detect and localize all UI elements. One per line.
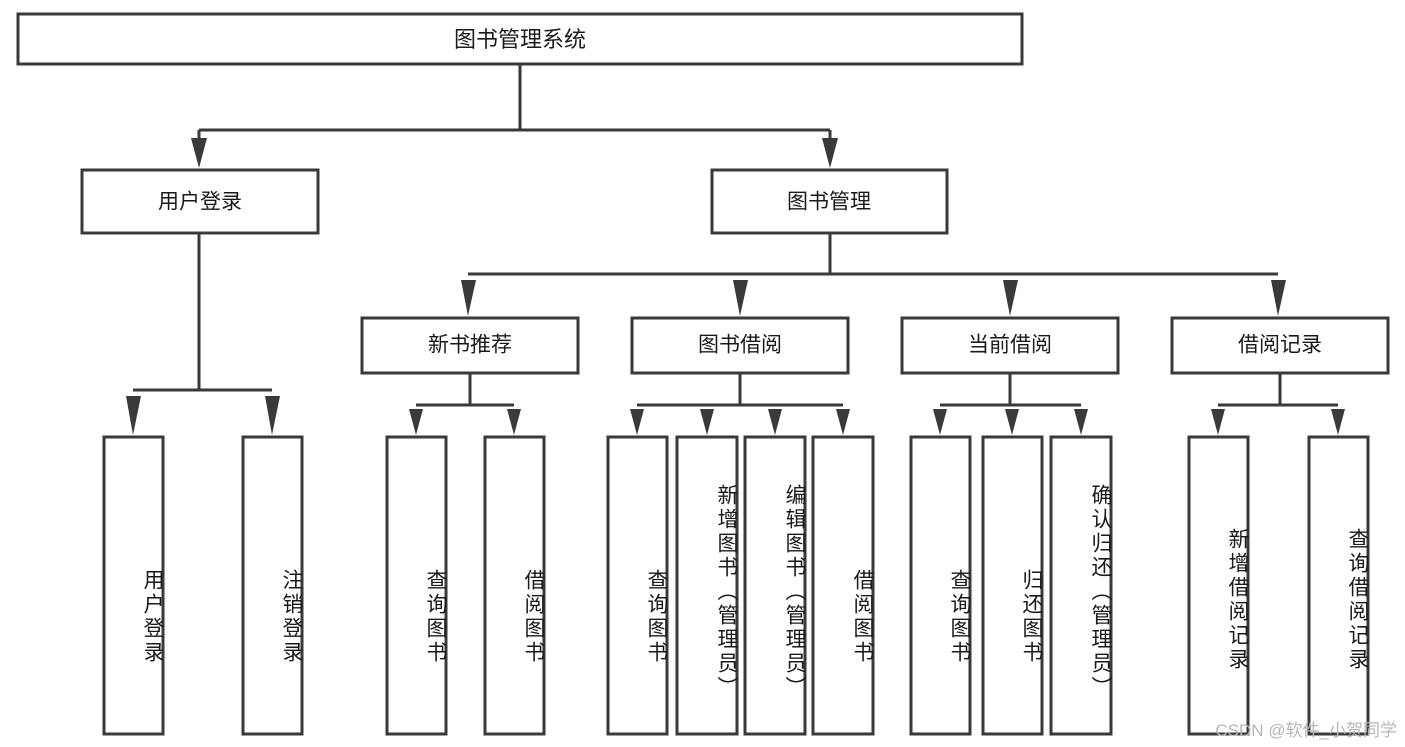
node-book-management[interactable]: 图书管理 — [710, 168, 949, 235]
leaf-box-add-record[interactable] — [1187, 435, 1250, 736]
connector-group-book-mgmt-to-level3 — [461, 233, 1286, 316]
arrow-head-leaf-query-record — [1331, 409, 1345, 435]
connector-group-new-book-rec-to-leaves — [409, 373, 521, 435]
node-new-book-recommend-label: 新书推荐 — [428, 334, 512, 357]
node-book-borrow-box[interactable] — [630, 316, 850, 375]
leaf-box-return-book[interactable] — [981, 435, 1044, 736]
node-user-login[interactable]: 用户登录 — [80, 168, 320, 235]
arrow-head-leaf-return-book — [1005, 409, 1019, 435]
arrow-head-leaf-logout — [265, 396, 280, 435]
node-new-book-recommend-box[interactable] — [360, 316, 580, 375]
leaf-box-add-book[interactable] — [675, 435, 739, 736]
leaf-box-query-book-1[interactable] — [385, 435, 448, 736]
connector-group-borrow-record-to-leaves — [1211, 373, 1345, 435]
arrow-head-leaf-user-login — [126, 396, 141, 435]
leaf-box-borrow-book-2[interactable] — [811, 435, 875, 736]
arrow-head-leaf-add-book — [700, 409, 714, 435]
arrow-head-book-mgmt — [822, 138, 838, 168]
arrow-head-leaf-query-book-2 — [630, 409, 644, 435]
node-book-management-label: 图书管理 — [787, 191, 871, 214]
leaf-box-query-record[interactable] — [1307, 435, 1370, 736]
leaf-box-confirm-return[interactable] — [1049, 435, 1113, 736]
arrow-head-leaf-query-book-1 — [409, 409, 423, 435]
connector-group-root-to-level2 — [191, 64, 838, 168]
node-root-label: 图书管理系统 — [454, 27, 586, 52]
node-user-login-box[interactable] — [80, 168, 320, 235]
connector-group-user-login-to-leaves — [126, 233, 280, 435]
node-borrow-record-box[interactable] — [1170, 316, 1390, 375]
leaf-box-query-book-3[interactable] — [909, 435, 972, 736]
leaf-box-query-book-2[interactable] — [606, 435, 669, 736]
leaf-boxes-group — [102, 435, 1370, 736]
node-user-login-label: 用户登录 — [158, 191, 242, 214]
arrow-head-book-borrow — [733, 280, 748, 316]
csdn-watermark: CSDN @软件_小贺同学 — [1215, 721, 1397, 740]
arrow-head-leaf-query-book-3 — [933, 409, 947, 435]
arrow-head-borrow-record — [1271, 280, 1286, 316]
arrow-head-user-login — [191, 138, 207, 168]
arrow-head-leaf-borrow-book-2 — [836, 409, 850, 435]
node-current-borrow-label: 当前借阅 — [968, 334, 1052, 357]
node-book-management-box[interactable] — [710, 168, 949, 235]
connector-group-book-borrow-to-leaves — [630, 373, 850, 435]
node-root[interactable]: 图书管理系统 — [16, 12, 1024, 66]
arrow-head-leaf-edit-book — [768, 409, 782, 435]
node-root-box[interactable] — [16, 12, 1024, 66]
arrow-head-new-book-rec — [461, 280, 476, 316]
arrow-head-leaf-add-record — [1211, 409, 1225, 435]
arrow-head-current-borrow — [1003, 280, 1018, 316]
node-book-borrow[interactable]: 图书借阅 — [630, 316, 850, 375]
arrow-head-leaf-confirm-return — [1074, 409, 1088, 435]
node-current-borrow[interactable]: 当前借阅 — [900, 316, 1120, 375]
leaf-box-edit-book[interactable] — [743, 435, 807, 736]
node-book-borrow-label: 图书借阅 — [698, 334, 782, 357]
connector-group-current-borrow-to-leaves — [933, 373, 1088, 435]
node-borrow-record-label: 借阅记录 — [1238, 334, 1322, 357]
leaf-box-logout[interactable] — [241, 435, 304, 736]
node-current-borrow-box[interactable] — [900, 316, 1120, 375]
arrow-head-leaf-borrow-book-1 — [507, 409, 521, 435]
node-borrow-record[interactable]: 借阅记录 — [1170, 316, 1390, 375]
leaf-box-borrow-book-1[interactable] — [483, 435, 546, 736]
node-new-book-recommend[interactable]: 新书推荐 — [360, 316, 580, 375]
leaf-box-user-login[interactable] — [102, 435, 165, 736]
